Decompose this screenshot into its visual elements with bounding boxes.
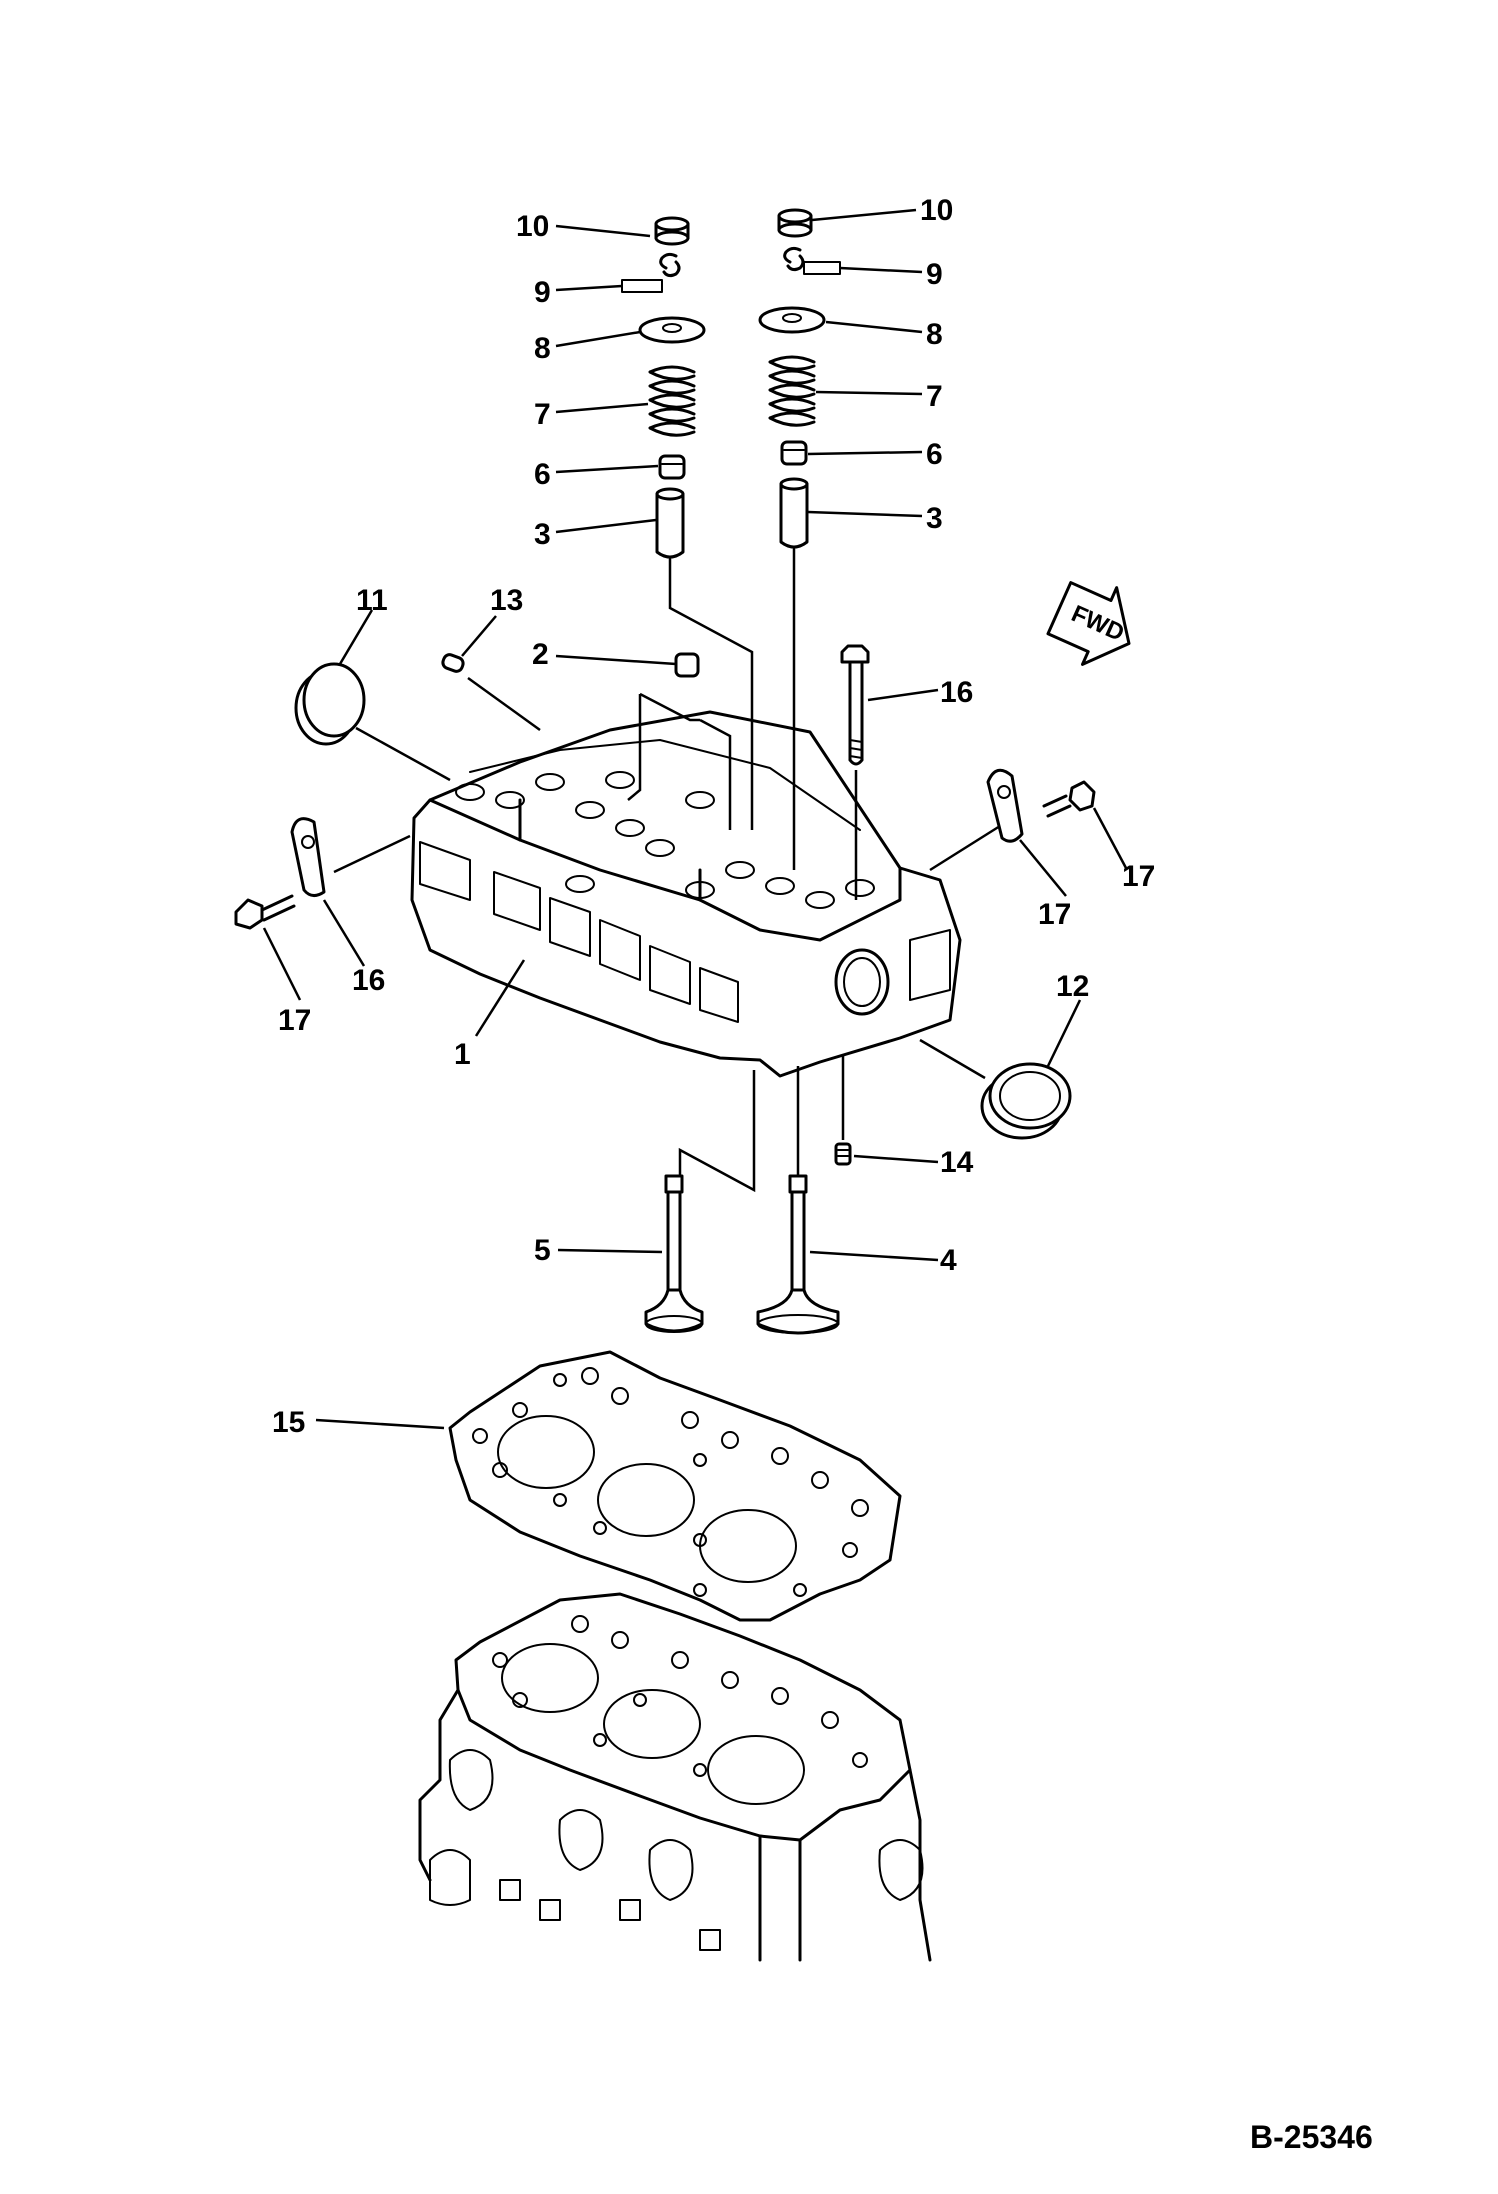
- bracket-16-left: [290, 817, 326, 897]
- drawing-reference-number: B-25346: [1250, 2119, 1373, 2155]
- fwd-arrow-icon: FWD: [1046, 581, 1131, 666]
- engine-block: [418, 1592, 932, 1962]
- callout-2: 2: [532, 638, 549, 671]
- seal-cap-2: [674, 652, 700, 678]
- callout-numbers: 10 9 8 7 6 3 10 9 8 7 6 3 2 13 11 16 12 …: [272, 194, 1155, 1439]
- callout-11-right: 12: [1056, 970, 1089, 1003]
- callout-7-left: 7: [534, 398, 551, 431]
- callout-12: 13: [490, 584, 523, 617]
- callout-9-left: 9: [534, 276, 551, 309]
- plug-11-right: [980, 1062, 1072, 1140]
- spring-retainer-right: [758, 306, 826, 334]
- callout-13: 14: [940, 1146, 974, 1179]
- bracket-16-right: [986, 768, 1024, 843]
- callout-16-left: 16: [352, 964, 385, 997]
- head-gasket: [448, 1350, 902, 1622]
- callout-9-right: 9: [926, 258, 943, 291]
- dowel-pin-12: [441, 653, 465, 673]
- callout-8-left: 8: [534, 332, 551, 365]
- valve-guide-left: [655, 487, 685, 559]
- callout-3-left: 3: [534, 518, 551, 551]
- valve-cotter-left: [621, 252, 681, 293]
- intake-valve-4: [756, 1174, 840, 1335]
- valve-cap-right: [777, 208, 813, 238]
- callout-10-left: 10: [516, 210, 549, 243]
- right-valve-stack: [758, 208, 841, 549]
- valve-cotter-right: [783, 246, 841, 275]
- head-bolt: [840, 644, 870, 766]
- callout-17-left: 17: [278, 1004, 311, 1037]
- bolt-13: [834, 1142, 852, 1166]
- callout-16-right: 17: [1038, 898, 1071, 931]
- assembly-lines: [333, 546, 1001, 1193]
- left-valve-stack: [621, 216, 706, 559]
- callout-11-left: 11: [356, 584, 388, 617]
- callout-6-left: 6: [534, 458, 551, 491]
- callout-14: 15: [272, 1406, 305, 1439]
- callout-4: 4: [940, 1244, 957, 1277]
- callout-3-right: 3: [926, 502, 943, 535]
- cylinder-head: [410, 710, 962, 1078]
- exhaust-valve-5: [644, 1174, 704, 1333]
- callout-17-right: 17: [1122, 860, 1155, 893]
- callout-1: 1: [454, 1038, 471, 1071]
- callout-7-right: 7: [926, 380, 943, 413]
- valve-spring-right: [768, 355, 816, 427]
- callout-5: 5: [534, 1234, 551, 1267]
- callout-10-right: 10: [920, 194, 953, 227]
- valve-cap-left: [654, 216, 690, 246]
- bolt-17-left: [234, 894, 296, 930]
- valve-stem-seal-right: [780, 440, 808, 466]
- callout-15: 16: [940, 676, 973, 709]
- callout-8-right: 8: [926, 318, 943, 351]
- valve-stem-seal-left: [658, 454, 686, 480]
- callout-leaders: [262, 208, 1128, 1430]
- valve-spring-left: [648, 365, 696, 437]
- spring-retainer-left: [638, 316, 706, 344]
- plug-11-left: [294, 662, 366, 746]
- valve-guide-right: [779, 477, 809, 549]
- bolt-17-right: [1042, 780, 1096, 818]
- callout-6-right: 6: [926, 438, 943, 471]
